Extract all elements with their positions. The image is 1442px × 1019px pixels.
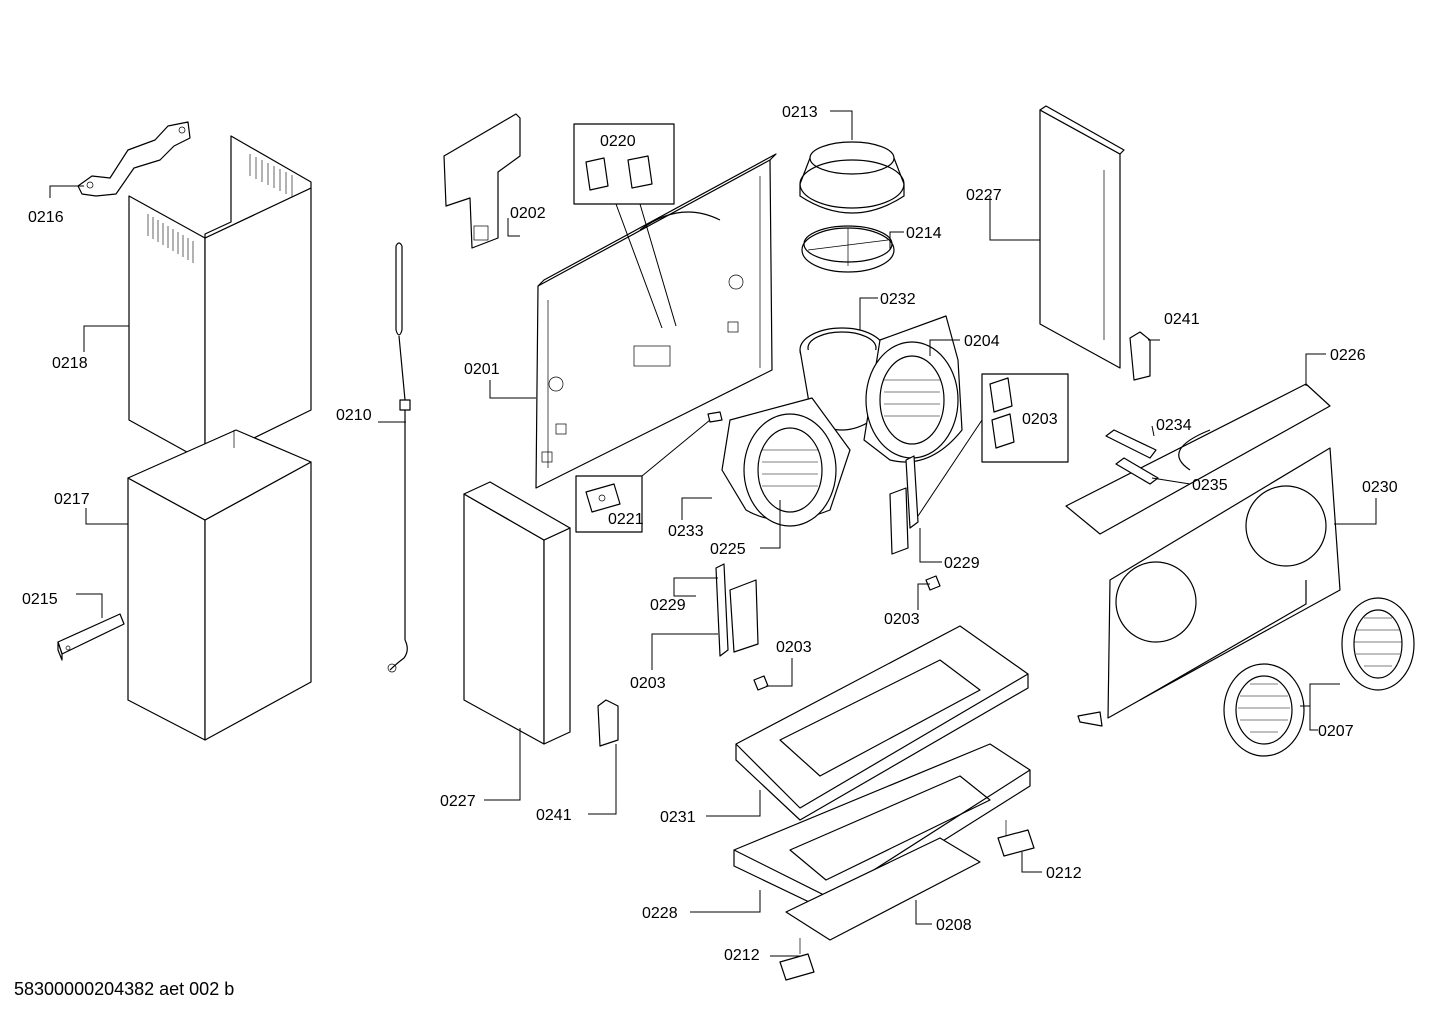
part-0234 (1105, 429, 1157, 459)
label-0207: 0207 (1318, 723, 1354, 740)
label-0230: 0230 (1362, 479, 1398, 496)
bracket-0241-left (597, 699, 619, 747)
label-0235: 0235 (1192, 477, 1228, 494)
label-0227-left: 0227 (440, 793, 476, 810)
label-0214: 0214 (906, 225, 942, 242)
label-0203-box: 0203 (1022, 411, 1058, 428)
clip-0203-small-a (753, 675, 769, 691)
label-0202: 0202 (510, 205, 546, 222)
bracket-0216 (77, 121, 191, 197)
label-0231: 0231 (660, 809, 696, 826)
label-0208: 0208 (936, 917, 972, 934)
label-0226: 0226 (1330, 347, 1366, 364)
clip-detail-box-0203 (917, 373, 1069, 517)
label-0203-lower: 0203 (776, 639, 812, 656)
filter-plate-0208 (785, 837, 981, 941)
label-0213: 0213 (782, 104, 818, 121)
label-0241-right: 0241 (1164, 311, 1200, 328)
label-0221: 0221 (608, 511, 644, 528)
label-0217: 0217 (54, 491, 90, 508)
label-0203-center: 0203 (884, 611, 920, 628)
label-0216: 0216 (28, 209, 64, 226)
top-cover-0226 (1065, 383, 1331, 535)
label-0201: 0201 (464, 361, 500, 378)
bracket-0241-right (1129, 331, 1151, 381)
bracket-0202 (443, 113, 521, 249)
label-0228: 0228 (642, 905, 678, 922)
rail-0215 (57, 613, 125, 661)
label-0203-left: 0203 (630, 675, 666, 692)
bracket-0229-right (889, 455, 919, 555)
side-panel-0227-left (463, 481, 571, 745)
check-valve-0214 (801, 225, 895, 273)
switch-0212-bottom (779, 938, 815, 981)
label-0204: 0204 (964, 333, 1000, 350)
label-0210: 0210 (336, 407, 372, 424)
label-0220: 0220 (600, 133, 636, 150)
part-0235 (1115, 457, 1159, 485)
clip-detail-box-0221 (575, 411, 723, 533)
blower-housing-0232 (721, 315, 963, 527)
side-panel-0227-right (1039, 105, 1125, 369)
switch-0212-right (997, 820, 1035, 857)
label-0229-right: 0229 (944, 555, 980, 572)
label-0212-right: 0212 (1046, 865, 1082, 882)
label-0232: 0232 (880, 291, 916, 308)
label-0215: 0215 (22, 591, 58, 608)
label-0229-left: 0229 (650, 597, 686, 614)
upper-chimney-cover-0218 (128, 135, 312, 463)
label-0241-left: 0241 (536, 807, 572, 824)
drawing-code: 58300000204382 aet 002 b (14, 979, 235, 999)
lower-chimney-cover-0217 (127, 429, 312, 741)
label-0234: 0234 (1156, 417, 1192, 434)
label-0233: 0233 (668, 523, 704, 540)
bracket-0229-left (715, 563, 759, 657)
clip-detail-box-0220 (573, 123, 677, 329)
front-panel-0230 (1077, 447, 1341, 727)
label-0227-right: 0227 (966, 187, 1002, 204)
part-labels: 0216 0218 0217 0215 0210 0202 0220 0201 … (22, 104, 1398, 964)
back-panel-0201 (535, 153, 777, 489)
label-0212-bottom: 0212 (724, 947, 760, 964)
label-0225: 0225 (710, 541, 746, 558)
grease-filter-0207-a (1223, 663, 1305, 757)
cable-0210 (387, 242, 411, 673)
upper-frame-0231 (735, 625, 1029, 821)
outlet-ring-0213 (799, 141, 905, 214)
leader-lines (49, 110, 1377, 957)
label-0218: 0218 (52, 355, 88, 372)
grease-filter-0207-b (1341, 597, 1415, 691)
clip-0203-small-b (925, 575, 941, 591)
